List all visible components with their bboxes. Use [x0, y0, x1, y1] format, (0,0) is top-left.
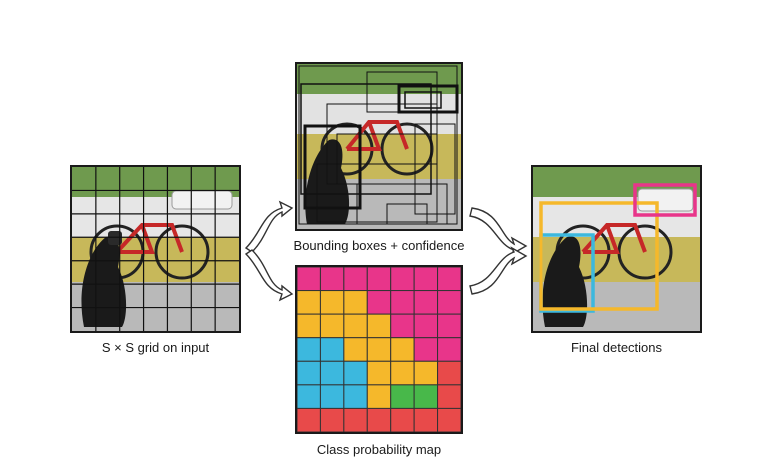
class-cell-bicycle — [343, 337, 368, 362]
class-cell-dining-table — [413, 407, 439, 432]
class-cell-bicycle — [390, 337, 415, 362]
class-cell-other — [413, 384, 439, 409]
class-cell-bicycle — [343, 313, 368, 339]
class-cell-bicycle — [297, 290, 321, 315]
bounding-boxes-panel — [295, 62, 463, 231]
arrow-from-class-map — [469, 246, 528, 295]
bounding-boxes-photo — [297, 64, 461, 229]
class-cell-bicycle — [366, 360, 392, 386]
class-cell-car — [319, 267, 345, 292]
arrow-to-class-map — [244, 249, 294, 302]
class-cell-dining-table — [437, 384, 461, 409]
class-probability-caption: Class probability map — [316, 442, 442, 457]
class-cell-car — [366, 290, 392, 315]
class-cell-dog — [343, 360, 368, 386]
class-cell-car — [413, 313, 439, 339]
class-cell-car — [413, 290, 439, 315]
class-cell-bicycle — [366, 313, 392, 339]
class-cell-dining-table — [319, 407, 345, 432]
class-probability-panel — [295, 265, 463, 434]
final-detections-photo — [533, 167, 700, 331]
grid-input-photo — [72, 167, 239, 331]
class-cell-bicycle — [319, 313, 345, 339]
class-cell-car — [390, 267, 415, 292]
class-cell-car — [437, 313, 461, 339]
final-detections-panel — [531, 165, 702, 333]
class-cell-car — [366, 267, 392, 292]
class-probability-map — [297, 267, 461, 432]
class-cell-car — [413, 267, 439, 292]
scene-photo — [297, 64, 461, 229]
sxs-grid-overlay — [72, 167, 239, 331]
class-cell-dog — [319, 360, 345, 386]
final-detections-caption: Final detections — [570, 340, 663, 355]
class-cell-bicycle — [343, 290, 368, 315]
scene-photo — [533, 167, 700, 331]
class-cell-car — [343, 267, 368, 292]
class-cell-dining-table — [297, 407, 321, 432]
candidate-boxes — [298, 65, 459, 225]
class-cell-dog — [319, 337, 345, 362]
class-cell-dining-table — [437, 407, 461, 432]
class-cell-bicycle — [366, 337, 392, 362]
class-cell-car — [437, 267, 461, 292]
class-cell-dog — [297, 384, 321, 409]
class-cell-bicycle — [366, 384, 392, 409]
class-cell-bicycle — [390, 360, 415, 386]
class-cell-dining-table — [390, 407, 415, 432]
bounding-boxes-caption: Bounding boxes + confidence — [293, 238, 465, 253]
car-detection-box — [633, 183, 697, 217]
class-probability-cells — [297, 267, 461, 432]
class-cell-dog — [297, 337, 321, 362]
class-cell-dog — [297, 360, 321, 386]
class-cell-bicycle — [297, 313, 321, 339]
class-cell-dining-table — [437, 360, 461, 386]
class-cell-bicycle — [319, 290, 345, 315]
class-cell-car — [413, 337, 439, 362]
class-cell-bicycle — [413, 360, 439, 386]
bicycle-detection-box — [539, 201, 659, 311]
grid-input-caption: S × S grid on input — [101, 340, 210, 355]
class-cell-car — [390, 313, 415, 339]
scene-photo — [72, 167, 239, 331]
grid-input-panel — [70, 165, 241, 333]
class-cell-car — [437, 290, 461, 315]
class-cell-dog — [319, 384, 345, 409]
class-cell-car — [297, 267, 321, 292]
class-cell-other — [390, 384, 415, 409]
class-cell-car — [390, 290, 415, 315]
class-cell-dining-table — [343, 407, 368, 432]
class-cell-car — [437, 337, 461, 362]
class-cell-dog — [343, 384, 368, 409]
class-cell-dining-table — [366, 407, 392, 432]
